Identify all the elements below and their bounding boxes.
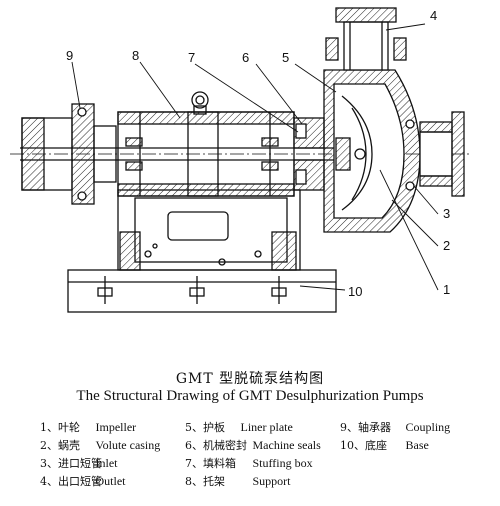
callout-10: 10 xyxy=(348,284,362,299)
legend-item-cn: 9、轴承器 xyxy=(340,421,391,434)
callout-8: 8 xyxy=(132,48,139,63)
outlet-pipe xyxy=(325,7,407,71)
legend-item-1: 1、叶轮 Impeller xyxy=(40,418,136,436)
legend-item-7: 7、填料箱 Stuffing box xyxy=(185,454,313,472)
legend-item-cn: 2、蜗壳 xyxy=(40,439,80,452)
legend-item-cn: 7、填料箱 xyxy=(185,457,236,470)
bearing-housing xyxy=(117,91,295,197)
legend-item-3: 3、进口短管 Inlet xyxy=(40,454,118,472)
legend-item-en: Impeller xyxy=(95,420,137,434)
legend-item-cn: 5、护板 xyxy=(185,421,225,434)
legend-item-10: 10、底座 Base xyxy=(340,436,429,454)
inlet-pipe xyxy=(405,111,465,197)
legend-item-en: Base xyxy=(405,438,429,452)
legend-item-en: Machine seals xyxy=(252,438,321,452)
legend-item-en: Stuffing box xyxy=(252,456,313,470)
legend-item-en: Outlet xyxy=(95,474,126,488)
legend-item-cn: 6、机械密封 xyxy=(185,439,247,452)
pump-cross-section-drawing: 1 2 3 4 5 6 7 8 9 10 xyxy=(10,7,470,313)
base-frame xyxy=(67,269,337,313)
callout-9: 9 xyxy=(66,48,73,63)
legend-item-5: 5、护板 Liner plate xyxy=(185,418,293,436)
volute-casing xyxy=(323,69,421,233)
leader-lines xyxy=(71,23,439,291)
callout-3: 3 xyxy=(443,206,450,221)
callout-2: 2 xyxy=(443,238,450,253)
parts-legend: 1、叶轮 Impeller 2、蜗壳 Volute casing 3、进口短管 … xyxy=(40,418,480,504)
legend-item-en: Volute casing xyxy=(95,438,161,452)
callout-1: 1 xyxy=(443,282,450,297)
legend-item-8: 8、托架 Support xyxy=(185,472,291,490)
diagram-title-chinese: GMT 型脱硫泵结构图 xyxy=(175,371,325,387)
diagram-title-english: The Structural Drawing of GMT Desulphuri… xyxy=(76,388,424,404)
legend-item-en: Inlet xyxy=(95,456,118,470)
legend-item-6: 6、机械密封 Machine seals xyxy=(185,436,321,454)
legend-item-cn: 8、托架 xyxy=(185,475,225,488)
callout-4: 4 xyxy=(430,8,437,23)
legend-item-en: Support xyxy=(252,474,291,488)
callout-5: 5 xyxy=(282,50,289,65)
callout-6: 6 xyxy=(242,50,249,65)
legend-item-cn: 4、出口短管 xyxy=(40,475,102,488)
legend-item-en: Liner plate xyxy=(240,420,293,434)
seal-stuffing-box xyxy=(293,117,325,191)
coupling xyxy=(21,103,117,205)
legend-item-en: Coupling xyxy=(405,420,451,434)
legend-item-cn: 3、进口短管 xyxy=(40,457,102,470)
legend-item-9: 9、轴承器 Coupling xyxy=(340,418,450,436)
support-pedestal xyxy=(117,189,301,271)
legend-item-4: 4、出口短管 Outlet xyxy=(40,472,126,490)
legend-item-cn: 1、叶轮 xyxy=(40,421,80,434)
legend-item-2: 2、蜗壳 Volute casing xyxy=(40,436,160,454)
legend-item-cn: 10、底座 xyxy=(340,439,387,452)
callout-7: 7 xyxy=(188,50,195,65)
